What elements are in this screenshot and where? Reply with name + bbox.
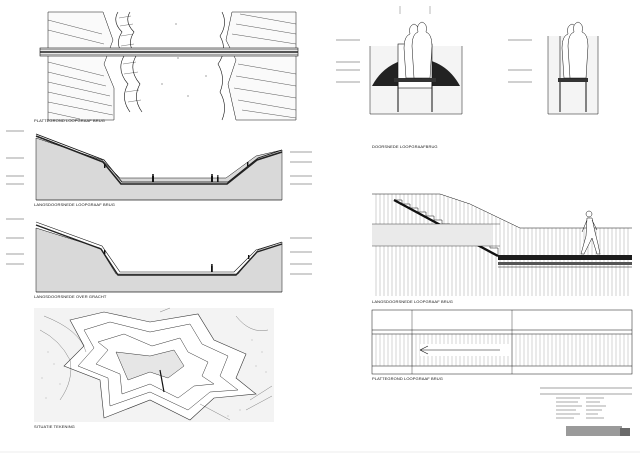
cross-section-b — [508, 21, 599, 115]
person-silhouette-icon — [580, 210, 601, 255]
cross-section-a — [336, 6, 463, 115]
plan-right-drawing — [371, 309, 633, 375]
caption-section-over-moat: LANGSDOORSNEDE OVER GRACHT — [34, 294, 107, 299]
plan-top-drawing — [39, 11, 299, 121]
caption-cross-section: DOORSNEDE LOOPGRAAFBRUG — [372, 144, 438, 149]
caption-situation: SITUATIE TEKENING — [34, 424, 75, 429]
long-section-drawing — [6, 130, 312, 201]
title-block — [540, 387, 632, 436]
situation-map-drawing — [34, 307, 274, 422]
caption-plan-right: PLATTEGROND LOOPGRAAF BRUG — [372, 376, 443, 381]
caption-long-section-right: LANGSDOORSNEDE LOOPGRAAF BRUG — [372, 299, 453, 304]
stair-section-drawing — [372, 166, 632, 298]
caption-plan-top: PLATTEGROND LOOPGRAAF BRUG — [34, 118, 105, 123]
human-figures-icon — [403, 21, 433, 79]
section-over-moat-drawing — [6, 218, 312, 293]
human-figures-icon — [561, 21, 589, 79]
caption-long-section: LANGSDOORSNEDE LOOPGRAAF BRUG — [34, 202, 115, 207]
